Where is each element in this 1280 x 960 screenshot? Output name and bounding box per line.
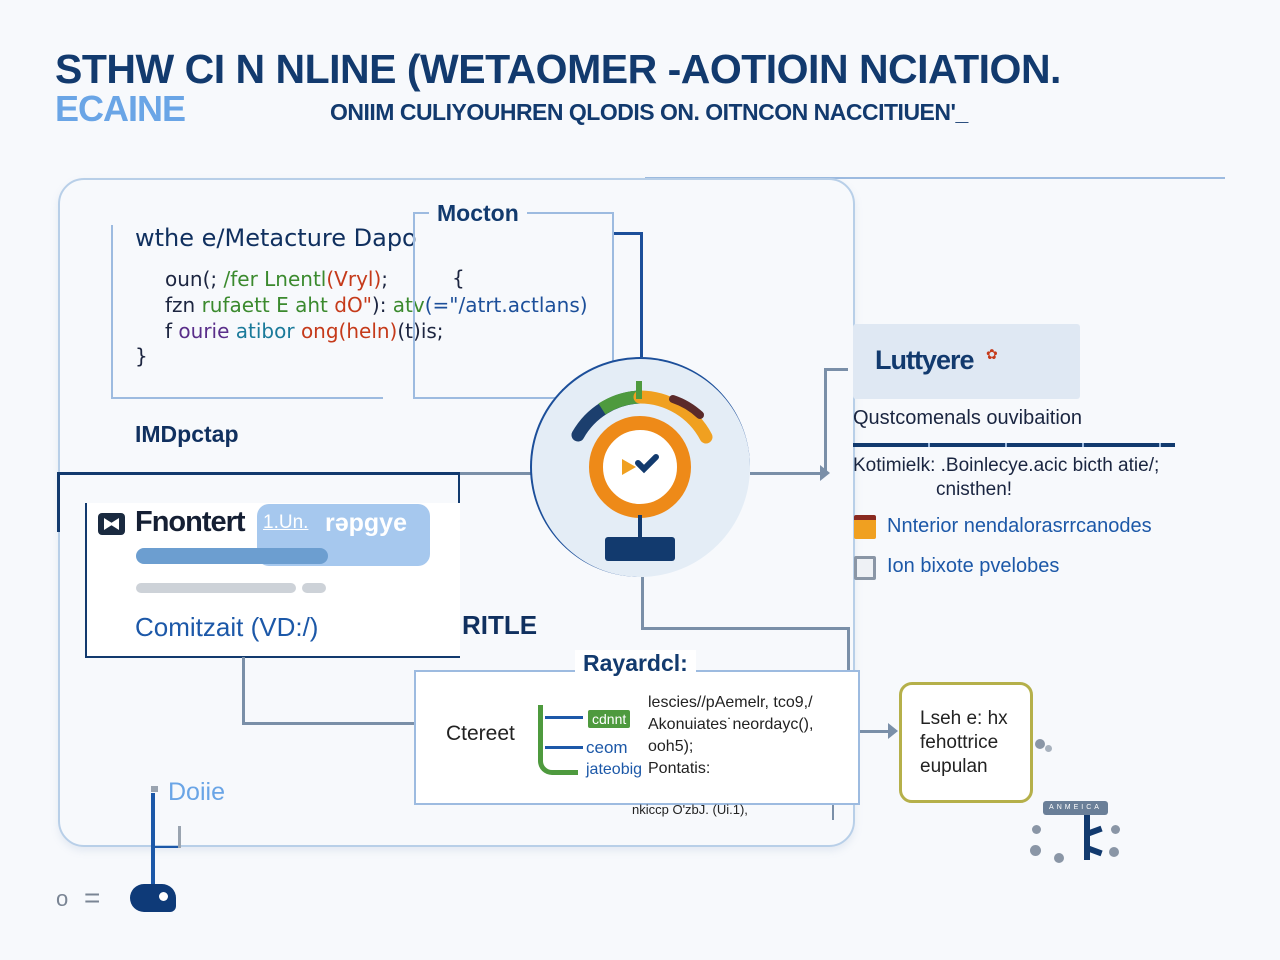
flag-icon — [1084, 815, 1090, 860]
key-icon — [130, 884, 176, 912]
window-icon — [98, 513, 125, 535]
page-subtitle: ONIIM CULIYOUHREN QLODIS ON. OITNCON NAC… — [330, 99, 968, 125]
mocton-label: Mocton — [429, 200, 527, 227]
tree-bracket — [538, 705, 578, 775]
code-token: ong(heln) — [300, 319, 398, 343]
stopwatch-icon — [571, 381, 713, 561]
luttyere-card — [853, 324, 1080, 399]
connector — [750, 472, 825, 475]
luttyere-desc: Kotimielk: .Boinlecye.acic bicth atie/; — [853, 455, 1160, 476]
frontend-badge-text: rəpgye — [325, 509, 407, 537]
connector — [614, 232, 642, 235]
ritle-label: RITLE — [462, 610, 538, 640]
doiie-label: Doiie — [168, 778, 225, 806]
rayardcl-left-label: Ctereet — [446, 722, 515, 745]
code-line: oun(; /fer Lnentl(Vryl); — [165, 266, 588, 292]
tag: ceom — [586, 738, 628, 757]
connector — [57, 472, 460, 475]
connector — [824, 368, 827, 474]
code-line: fzn rufaett E aht dO"): atv(="/atrt.actl… — [165, 292, 588, 318]
placeholder-bar — [302, 583, 326, 593]
progress-bar — [136, 548, 328, 564]
code-token: rufaett E aht — [201, 293, 335, 317]
connector — [242, 657, 245, 724]
code-line: f ourie atibor ong(heln)(t)is; — [165, 318, 588, 344]
text-line: Akonuiates˙neordayc(), — [648, 716, 814, 733]
text-line: Pontatis: — [648, 760, 711, 777]
note-line: Lseh e: hx — [920, 708, 1008, 729]
orange-doc-icon — [854, 515, 876, 539]
code-token: /fer Lnentl — [223, 267, 327, 291]
flower-icon: ✿ — [986, 346, 998, 362]
code-token: atibor — [235, 319, 301, 343]
code-block: oun(; /fer Lnentl(Vryl);fzn rufaett E ah… — [165, 266, 588, 344]
tag: cdnnt — [588, 710, 631, 728]
connector — [847, 627, 850, 670]
connector — [151, 793, 155, 888]
connector — [824, 368, 848, 371]
rayardcl-lines: lescies//pAemelr, tco9,/ Akonuiates˙neor… — [648, 692, 813, 780]
connector — [242, 722, 414, 725]
rayardcl-footnote: nkiccp O'zbJ. (Ui.1), — [632, 802, 748, 817]
note-card: Lseh e: hx fehottrice eupulan — [899, 682, 1033, 803]
note-line: eupulan — [920, 756, 988, 777]
divider — [645, 177, 1225, 179]
connector — [641, 577, 644, 629]
legend-zero: o — [56, 886, 69, 911]
tag: jateobig — [586, 761, 643, 778]
frontend-link[interactable]: Comitzait (VD:/) — [135, 612, 319, 642]
code-bracket-bottom — [111, 397, 383, 399]
text-line: ooh5); — [648, 738, 694, 755]
code-token: atv — [392, 293, 425, 317]
code-token: fzn — [165, 293, 202, 317]
arrow-icon — [888, 723, 898, 739]
code-token: (t)is; — [397, 319, 444, 343]
list-item[interactable]: Nnterior nendalorasrrcanodes — [887, 515, 1152, 537]
code-token: ; — [381, 267, 389, 291]
page-title: STHW CI N NLINE (WETAOMER -AOTIOIN NCIAT… — [55, 46, 1061, 92]
list-item[interactable]: Ion bixote pvelobes — [887, 555, 1060, 577]
connector — [460, 472, 532, 475]
code-token: ourie — [178, 319, 236, 343]
code-token: f — [165, 319, 179, 343]
badge: ANMEICA — [1043, 801, 1108, 815]
luttyere-title: Luttyere — [875, 345, 975, 375]
logo: ECAINE — [55, 88, 186, 129]
legend-equals: = — [84, 882, 101, 913]
segmented-bar — [853, 443, 1175, 447]
luttyere-subtitle: Qustcomenals ouvibaition — [853, 407, 1083, 429]
code-token: (Vryl) — [326, 267, 382, 291]
note-line: fehottrice — [920, 732, 999, 753]
connector — [860, 730, 892, 733]
connector — [640, 232, 643, 357]
luttyere-desc-2: cnisthen! — [936, 479, 1013, 500]
frontend-badge-link[interactable]: 1.Un. — [263, 512, 309, 533]
text-line: lescies//pAemelr, tco9,/ — [648, 694, 813, 711]
code-close-brace: } — [135, 344, 148, 368]
card-border — [85, 656, 460, 658]
impactap-label: IMDpctap — [135, 421, 239, 447]
rayardcl-label: Rayardcl: — [575, 650, 696, 677]
code-token: dO" — [334, 293, 372, 317]
connector — [57, 472, 60, 532]
connector — [641, 627, 849, 630]
code-title: wthe e/Metacture Dapo — [135, 224, 417, 252]
code-token: (="/atrt.actlans) — [424, 293, 588, 317]
code-token: oun(; — [165, 267, 224, 291]
frontend-title: Fnontert — [135, 506, 246, 538]
gray-doc-icon — [854, 556, 876, 580]
code-open-brace: { — [452, 266, 465, 290]
placeholder-bar — [136, 583, 296, 593]
code-token: ): — [371, 293, 393, 317]
code-bracket — [111, 225, 113, 399]
